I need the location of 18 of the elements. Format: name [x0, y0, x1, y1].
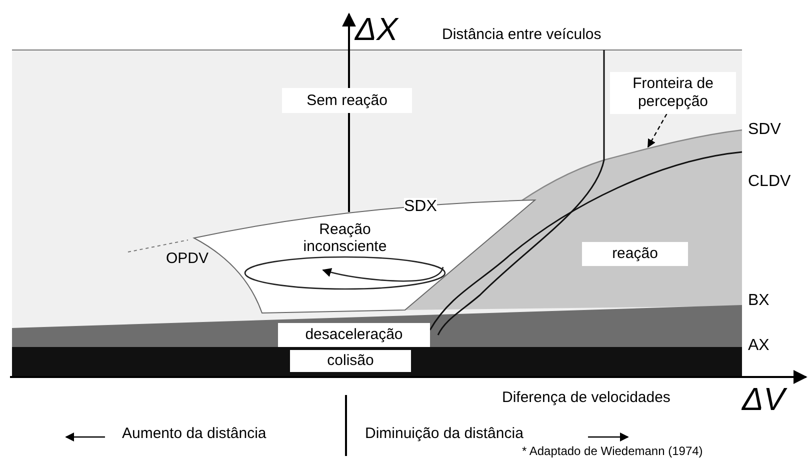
direction-caption: Diminuição da distância [365, 426, 524, 442]
curve-label: SDV [748, 121, 781, 139]
curve-label: BX [748, 292, 770, 310]
curve-label: CLDV [748, 173, 791, 191]
direction-caption: Aumento da distância [122, 426, 266, 442]
curve-label: OPDV [166, 251, 209, 268]
text-box: desaceleração [278, 323, 430, 347]
axis-title: Diferença de velocidades [502, 390, 670, 406]
source-note: * Adaptado de Wiedemann (1974) [522, 445, 703, 458]
axis-title: Distância entre veículos [442, 27, 602, 44]
text-box: Sem reação [282, 88, 412, 113]
curve-label: AX [748, 337, 770, 355]
axis-symbol: ΔV [742, 382, 785, 418]
region-label: Reação inconsciente [302, 222, 388, 255]
text-box: colisão [290, 350, 411, 372]
leader-arrow [647, 114, 668, 148]
axis-symbol: ΔX [355, 12, 398, 48]
text-box: Fronteira de percepção [610, 72, 736, 114]
